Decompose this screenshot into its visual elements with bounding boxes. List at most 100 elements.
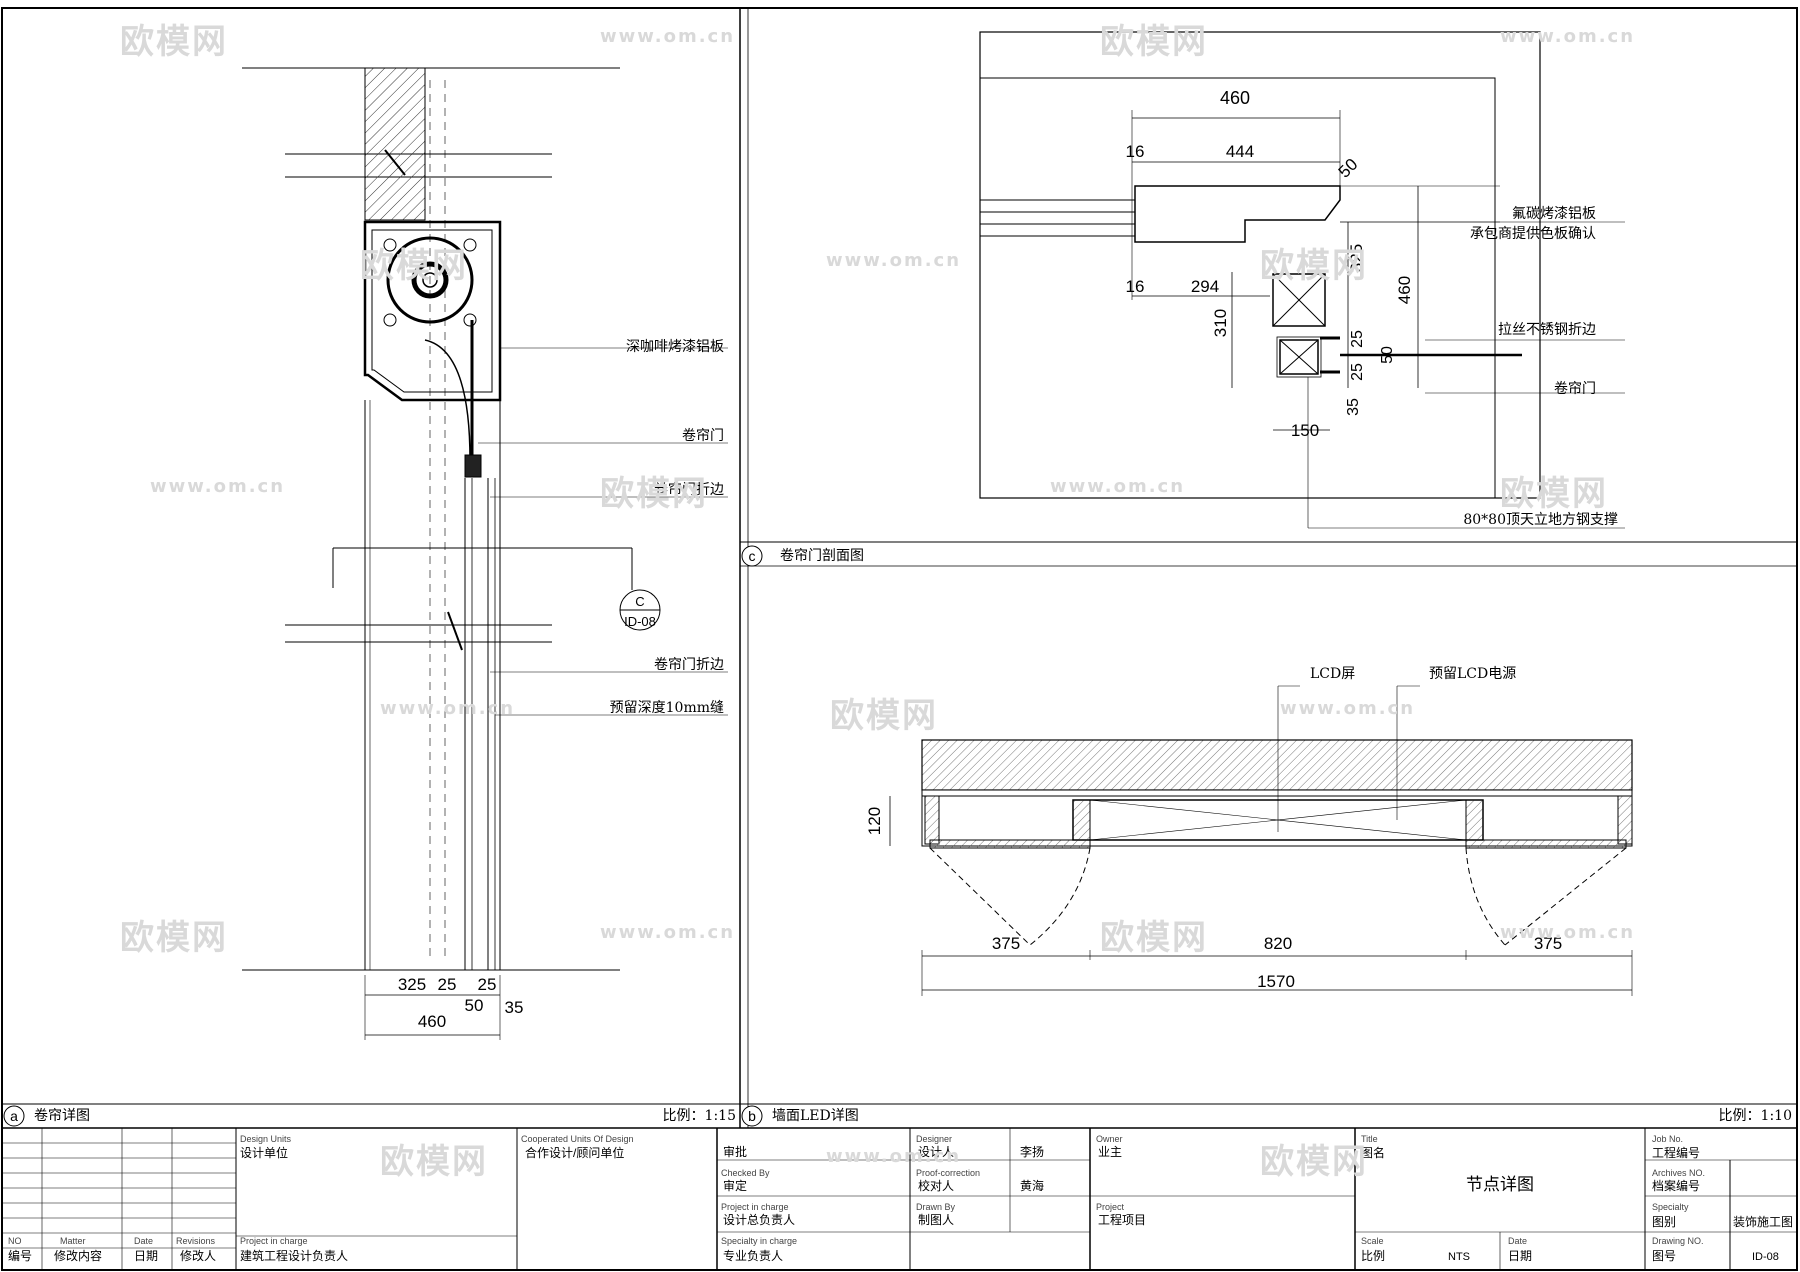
- rev-date: 日期: [134, 1249, 158, 1263]
- aluminum-panel-box: [1134, 185, 1341, 243]
- dim-50-diagonal: 50: [1335, 155, 1362, 182]
- dim-294: 294: [1191, 277, 1219, 296]
- dim-50: 50: [1379, 346, 1396, 364]
- callout-color-sample: 承包商提供色板确认: [1470, 225, 1596, 242]
- title-cn: 图名: [1361, 1145, 1385, 1160]
- title-block: NO 编号 Matter 修改内容 Date 日期 Revisions 修改人 …: [2, 1128, 1797, 1270]
- dim-444: 444: [1226, 142, 1254, 161]
- dim-16a: 16: [1126, 142, 1145, 161]
- rev-revisions-en: Revisions: [176, 1236, 216, 1246]
- callout-lcd: LCD屏: [1310, 666, 1355, 682]
- callout-steel-support: 80*80顶天立地方钢支撑: [1463, 512, 1618, 528]
- dim-25a: 25: [438, 975, 457, 994]
- callout-door: 卷帘门: [682, 428, 724, 444]
- section-marker-sheet: ID-08: [624, 614, 656, 629]
- spec-charge-en: Specialty in charge: [721, 1236, 797, 1246]
- rev-no: 编号: [8, 1248, 32, 1263]
- label-b-title: 墙面LED详图: [772, 1108, 859, 1124]
- scale-en: Scale: [1361, 1236, 1384, 1246]
- callout-steel-edge: 拉丝不锈钢折边: [1498, 322, 1596, 338]
- dim-820: 820: [1264, 934, 1292, 953]
- proj-charge: 设计总负责人: [723, 1213, 795, 1227]
- archives-en: Archives NO.: [1652, 1168, 1705, 1178]
- concrete-wall-hatch: [364, 67, 426, 221]
- checked: 审定: [723, 1178, 747, 1193]
- project-incharge: 建筑工程设计负责人: [240, 1248, 348, 1263]
- drawing-a: 深咖啡烤漆铝板 卷帘门 卷帘门折边 卷帘门折边 预留深度10mm缝 C ID-0…: [242, 67, 728, 1040]
- drawing-no-value: ID-08: [1752, 1251, 1779, 1263]
- rev-no-en: NO: [8, 1236, 22, 1246]
- project-incharge-en: Project in charge: [240, 1236, 308, 1246]
- callout-fluorocarbon-panel: 氟碳烤漆铝板: [1512, 206, 1596, 222]
- callout-fold-1: 卷帘门折边: [654, 482, 724, 498]
- callout-gap: 预留深度10mm缝: [610, 700, 724, 716]
- dim-310: 310: [1211, 309, 1230, 337]
- dim-460: 460: [418, 1012, 446, 1031]
- dim-35: 35: [1345, 398, 1362, 416]
- scale-cn: 比例: [1361, 1249, 1385, 1263]
- label-a-title: 卷帘详图: [34, 1108, 90, 1124]
- checked-en: Checked By: [721, 1168, 770, 1178]
- proof-name: 黄海: [1020, 1178, 1044, 1193]
- date-cn: 日期: [1508, 1249, 1532, 1263]
- archives: 档案编号: [1652, 1178, 1700, 1193]
- label-b-scale: 比例：1:10: [1719, 1108, 1792, 1124]
- callout-lcd-power: 预留LCD电源: [1429, 666, 1516, 682]
- approve: 审批: [723, 1144, 747, 1159]
- dim-25a: 25: [1349, 330, 1366, 348]
- dim-375-right: 375: [1534, 934, 1562, 953]
- dim-460-vertical: 460: [1395, 276, 1414, 304]
- rev-matter: 修改内容: [54, 1248, 102, 1263]
- job-en: Job No.: [1652, 1134, 1683, 1144]
- dim-50: 50: [465, 996, 484, 1015]
- shutter-bottom-bar: [464, 454, 482, 478]
- design-units: 设计单位: [240, 1145, 288, 1160]
- dim-top-460: 460: [1220, 88, 1250, 108]
- drawing-c: 460 16 444 50 325 460 16 294 310 25 50 2…: [741, 31, 1625, 567]
- designer-name: 李扬: [1020, 1144, 1044, 1159]
- callout-door: 卷帘门: [1554, 381, 1596, 397]
- rev-date-en: Date: [134, 1236, 153, 1246]
- dim-25b: 25: [1349, 363, 1366, 381]
- dim-25b: 25: [478, 975, 497, 994]
- sheet-border: [1, 7, 1798, 1271]
- job: 工程编号: [1652, 1145, 1700, 1160]
- drawn-en: Drawn By: [916, 1202, 956, 1212]
- drawn: 制图人: [918, 1213, 954, 1227]
- label-c-letter: c: [749, 548, 756, 564]
- owner-en: Owner: [1096, 1134, 1123, 1144]
- specialty-en: Specialty: [1652, 1202, 1689, 1212]
- section-marker-letter: C: [635, 594, 644, 609]
- proof-en: Proof-correction: [916, 1168, 980, 1178]
- drawing-title: 节点详图: [1466, 1175, 1534, 1194]
- dim-120: 120: [865, 807, 884, 835]
- project: 工程项目: [1098, 1212, 1146, 1227]
- designer-en: Designer: [916, 1134, 952, 1144]
- specialty-value: 装饰施工图: [1733, 1215, 1793, 1229]
- dim-1570: 1570: [1257, 972, 1295, 991]
- design-units-en: Design Units: [240, 1134, 292, 1144]
- specialty: 图别: [1652, 1215, 1676, 1229]
- dim-325: 325: [1347, 244, 1366, 272]
- date-en: Date: [1508, 1236, 1527, 1246]
- drawing-no: 图号: [1652, 1249, 1676, 1263]
- rev-revisions: 修改人: [180, 1248, 216, 1263]
- coop-units: 合作设计/顾问单位: [525, 1145, 624, 1160]
- dim-150: 150: [1291, 421, 1319, 440]
- shutter-box: [363, 220, 502, 402]
- designer: 设计人: [918, 1145, 954, 1159]
- coop-units-en: Cooperated Units Of Design: [521, 1134, 634, 1144]
- proj-charge-en: Project in charge: [721, 1202, 789, 1212]
- label-b-letter: b: [748, 1108, 756, 1124]
- dim-16b: 16: [1126, 277, 1145, 296]
- dim-35: 35: [505, 998, 524, 1017]
- dim-375-left: 375: [992, 934, 1020, 953]
- spec-charge: 专业负责人: [723, 1248, 783, 1263]
- dim-325: 325: [398, 975, 426, 994]
- proof: 校对人: [918, 1178, 954, 1193]
- rev-matter-en: Matter: [60, 1236, 86, 1246]
- project-en: Project: [1096, 1202, 1125, 1212]
- callout-fold-2: 卷帘门折边: [654, 657, 724, 673]
- wall-hatch: [921, 739, 1633, 791]
